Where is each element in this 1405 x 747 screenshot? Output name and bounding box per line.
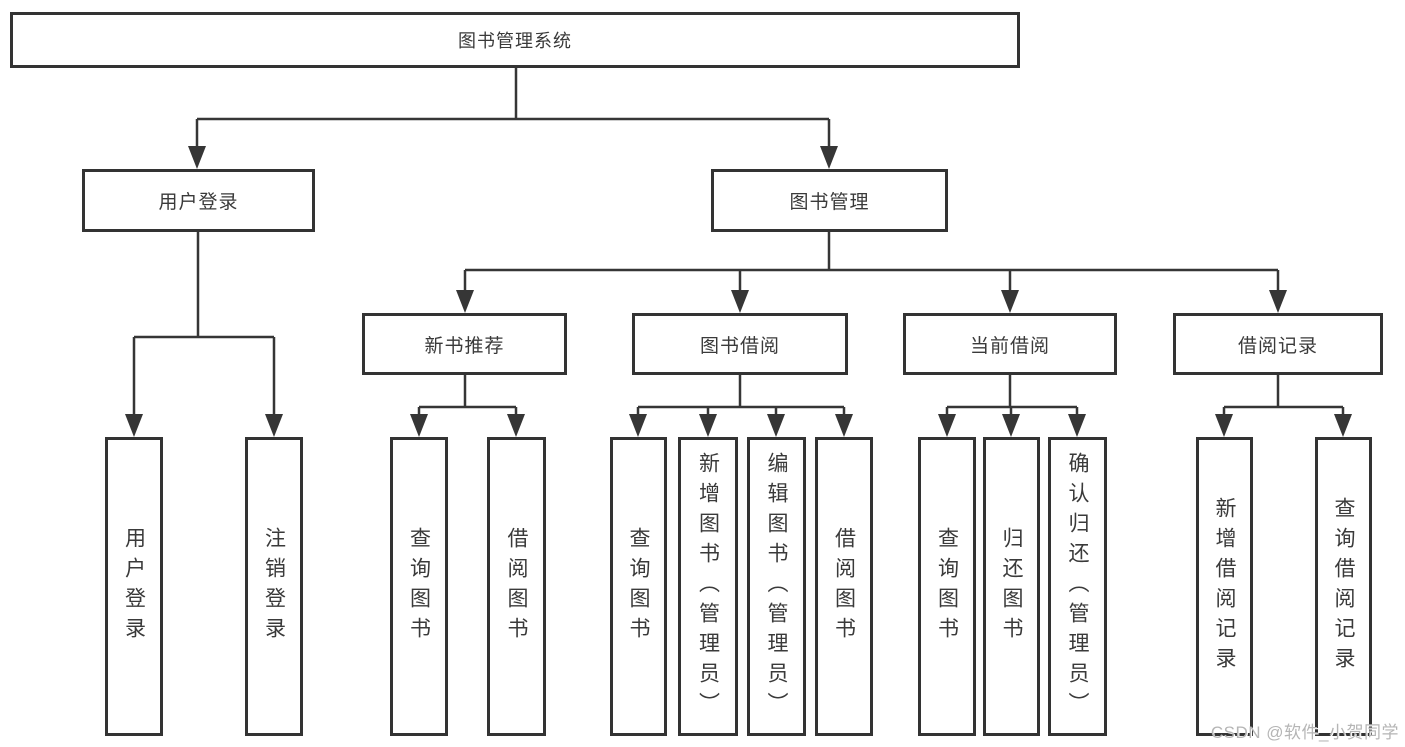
leaf-label: 查询图书 [407, 526, 431, 647]
edge-root-to-level2 [188, 68, 838, 169]
leaf-label: 新增借阅记录 [1213, 496, 1236, 677]
leaf-label: 新增图书（管理员） [696, 451, 720, 722]
leaf-confirm-return-admin: 确认归还（管理员） [1048, 437, 1107, 736]
edge-book-mgmt-to-level3 [456, 232, 1287, 313]
leaf-label: 编辑图书（管理员） [765, 451, 788, 722]
node-label: 借阅记录 [1237, 335, 1318, 357]
leaf-label: 归还图书 [1000, 526, 1023, 647]
node-library-system: 图书管理系统 [10, 12, 1020, 68]
node-label: 当前借阅 [969, 335, 1050, 357]
leaf-add-borrow-record: 新增借阅记录 [1196, 437, 1253, 736]
edge-book-borrow-to-leaves [629, 375, 853, 437]
edge-new-book-to-leaves [410, 375, 525, 437]
node-borrow-records: 借阅记录 [1173, 313, 1383, 375]
leaf-label: 注销登录 [262, 526, 286, 647]
node-new-book-recommend: 新书推荐 [362, 313, 567, 375]
leaf-query-books-recommend: 查询图书 [390, 437, 448, 736]
leaf-edit-books-admin: 编辑图书（管理员） [747, 437, 806, 736]
node-book-management: 图书管理 [711, 169, 948, 232]
leaf-label: 查询图书 [935, 526, 959, 647]
leaf-query-borrow-record: 查询借阅记录 [1315, 437, 1372, 736]
leaf-label: 查询借阅记录 [1332, 496, 1355, 677]
edge-borrow-records-to-leaves [1215, 375, 1352, 437]
node-book-borrowing: 图书借阅 [632, 313, 848, 375]
leaf-label: 确认归还（管理员） [1066, 451, 1089, 722]
node-label: 图书管理系统 [458, 31, 572, 51]
edge-current-borrow-to-leaves [938, 375, 1086, 437]
leaf-label: 借阅图书 [505, 526, 528, 647]
leaf-add-books-admin: 新增图书（管理员） [678, 437, 738, 736]
node-label: 新书推荐 [424, 335, 505, 357]
leaf-user-login: 用户登录 [105, 437, 163, 736]
leaf-borrow-books-recommend: 借阅图书 [487, 437, 546, 736]
edge-user-login-to-leaves [125, 232, 283, 437]
leaf-logout: 注销登录 [245, 437, 303, 736]
node-label: 用户登录 [158, 192, 239, 213]
leaf-borrow-books: 借阅图书 [815, 437, 873, 736]
node-current-borrowing: 当前借阅 [903, 313, 1117, 375]
leaf-label: 查询图书 [627, 526, 650, 647]
node-user-login: 用户登录 [82, 169, 315, 232]
leaf-label: 用户登录 [122, 526, 146, 647]
csdn-watermark: CSDN @软件_小贺同学 [1210, 723, 1399, 742]
leaf-return-books: 归还图书 [983, 437, 1040, 736]
node-label: 图书借阅 [699, 335, 780, 357]
leaf-query-books-borrow: 查询图书 [610, 437, 667, 736]
node-label: 图书管理 [789, 192, 870, 213]
leaf-label: 借阅图书 [832, 526, 856, 647]
leaf-query-books-current: 查询图书 [918, 437, 976, 736]
